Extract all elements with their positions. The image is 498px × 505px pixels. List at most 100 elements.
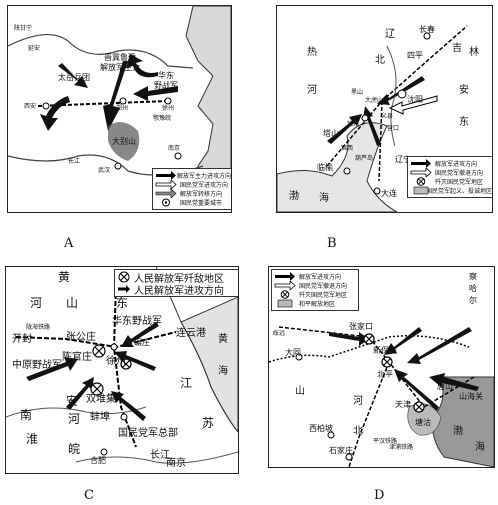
map-c-label-17: 安 bbox=[66, 394, 79, 408]
map-a-city-marker-5 bbox=[114, 162, 122, 170]
map-c-yangtze-river bbox=[75, 451, 238, 464]
map-d-graphic bbox=[269, 326, 494, 467]
map-b-caption: B bbox=[327, 236, 337, 251]
map-c-label-11: 连云港 bbox=[176, 328, 206, 339]
map-c-label-18: 河 bbox=[68, 412, 81, 426]
map-a-city-marker-1 bbox=[119, 97, 127, 105]
map-b-label-20: 渤 bbox=[289, 191, 299, 202]
map-c-arrow-2 bbox=[121, 322, 159, 347]
map-b-label-2: 河 bbox=[307, 85, 317, 96]
map-b-railway bbox=[326, 25, 468, 167]
map-a-dabie-region bbox=[108, 122, 140, 161]
outline-arrow-icon bbox=[274, 281, 296, 290]
map-a-graphic bbox=[8, 6, 231, 207]
map-b-label-1: 热 bbox=[307, 47, 317, 58]
map-b-label-7: 长春 bbox=[419, 25, 435, 34]
map-a-label-13: 南京 bbox=[168, 145, 181, 152]
map-b-label-22: 黑山 bbox=[351, 89, 364, 96]
map-a-legend-text: 国民党重要城市 bbox=[180, 200, 223, 207]
map-d-label-9: 塘沽 bbox=[415, 418, 431, 427]
map-a-label-15: 长江 bbox=[68, 158, 81, 165]
map-c-label-12: 黄 bbox=[218, 334, 228, 345]
map-d-railway-2 bbox=[348, 361, 390, 467]
map-b-label-4: 北 bbox=[375, 55, 385, 66]
map-c-label-21: 南 bbox=[20, 408, 33, 422]
map-d-label-18: 海 bbox=[475, 442, 485, 453]
map-d-label-11: 山海关 bbox=[459, 392, 483, 401]
map-a-label-7: 西安 bbox=[24, 103, 37, 110]
map-b-legend: 解放军进攻方向 国民党军撤退方向 歼灭国民党军地区 国民党军起义、投诚地区 bbox=[407, 156, 492, 198]
map-a-legend-row: 解放军转移方向 bbox=[155, 189, 231, 198]
map-b-city-marker-3 bbox=[361, 114, 369, 122]
map-panel-b: 热 河 辽 北 吉 林 长春 四平 安 东 辽宁 沈阳 锦州 义县 塔山 葫芦岛… bbox=[276, 5, 493, 213]
map-b-legend-row: 解放军进攻方向 bbox=[410, 159, 492, 168]
map-b-legend-row: 国民党军起义、投诚地区 bbox=[410, 186, 492, 195]
map-a-legend: 解放军主力进攻方向 国民党军进攻方向 解放军转移方向 国民党重要城市 bbox=[152, 168, 231, 210]
map-d-legend-row: 解放军进攻方向 bbox=[274, 272, 356, 281]
map-d-legend: 解放军进攻方向 国民党军撤退方向 歼灭国民党军地区 和平解放地区 bbox=[271, 269, 359, 311]
map-a-legend-row: 国民党军进攻方向 bbox=[155, 180, 231, 189]
map-panel-d: 察 哈 尔 张家口 新保安 大同 北平 天津 塘沽 唐山 山海关 西柏坡 石家庄… bbox=[268, 266, 495, 468]
map-c-label-10: 华东野战军 bbox=[112, 316, 162, 327]
crossed-circle-icon bbox=[410, 177, 432, 186]
map-b-legend-text: 国民党军撤退方向 bbox=[435, 170, 484, 177]
map-b-legend-row: 歼灭国民党军地区 bbox=[410, 177, 492, 186]
map-a-arrow-2 bbox=[40, 96, 70, 131]
map-c-label-2: 河 bbox=[30, 296, 43, 310]
map-d-legend-row: 国民党军撤退方向 bbox=[274, 281, 356, 290]
map-b-label-17: 营口 bbox=[387, 125, 400, 132]
map-b-label-19: 临榆 bbox=[317, 163, 333, 172]
map-a-label-8: 延安 bbox=[28, 45, 41, 52]
map-a-arrow-5 bbox=[58, 63, 88, 88]
map-b-label-14: 义县 bbox=[381, 113, 394, 120]
circle-dot-icon bbox=[155, 198, 177, 207]
map-b-city-marker-2 bbox=[397, 89, 407, 99]
map-d-legend-text: 解放军进攻方向 bbox=[299, 274, 342, 281]
map-a-city-marker-3 bbox=[42, 102, 50, 110]
map-a-label-3: 华东 bbox=[158, 71, 174, 80]
map-a-city-marker-4 bbox=[174, 152, 182, 160]
map-c-arrow-5 bbox=[111, 391, 146, 421]
map-d-label-20: 平汉铁路 bbox=[373, 438, 398, 445]
map-d-label-12: 西柏坡 bbox=[309, 424, 333, 433]
map-c-annihilation-marker-2 bbox=[90, 382, 104, 396]
map-d-arrow-4 bbox=[394, 369, 439, 411]
map-a-label-2: 解放军主力 bbox=[100, 63, 140, 72]
map-c-arrow-4 bbox=[66, 377, 94, 410]
map-b-label-24: 锦西 bbox=[341, 145, 354, 152]
map-b-label-10: 东 bbox=[459, 117, 469, 128]
map-c-city-marker-2 bbox=[120, 413, 128, 421]
map-d-caption: D bbox=[374, 488, 385, 503]
map-d-city-marker-2 bbox=[345, 453, 353, 461]
map-c-city-marker-1 bbox=[110, 343, 118, 351]
map-d-label-15: 北 bbox=[353, 426, 363, 437]
map-c-label-3: 山 bbox=[66, 296, 79, 310]
map-d-label-7: 北平 bbox=[377, 370, 393, 379]
map-c-label-13: 海 bbox=[218, 366, 228, 377]
map-c-huai-river bbox=[6, 406, 147, 418]
map-d-legend-text: 国民党军撤退方向 bbox=[299, 283, 348, 290]
map-d-city-marker-3 bbox=[295, 353, 303, 361]
map-a-label-5: 太岳兵团 bbox=[58, 73, 90, 82]
map-b-arrow-1 bbox=[327, 114, 362, 144]
map-c-label-26: 合肥 bbox=[90, 456, 106, 465]
map-c-arrow-1 bbox=[26, 357, 78, 381]
map-d-label-4: 张家口 bbox=[349, 322, 373, 331]
solid-arrow-icon bbox=[155, 171, 176, 180]
map-c-jinpu-railway bbox=[112, 286, 137, 448]
map-panel-a: 晋冀鲁豫 解放军主力 华东 野战军 太岳兵团 陕甘宁 西安 延安 郑州 徐州 鄂… bbox=[7, 5, 232, 213]
map-d-label-14: 河 bbox=[353, 396, 363, 407]
hatched-area-icon bbox=[274, 299, 296, 308]
map-c-arrow-3 bbox=[114, 351, 156, 371]
map-a-label-1: 晋冀鲁豫 bbox=[104, 53, 136, 62]
map-b-legend-text: 国民党军起义、投诚地区 bbox=[425, 188, 492, 195]
map-b-label-3: 辽 bbox=[385, 29, 395, 40]
map-d-label-6: 大同 bbox=[285, 348, 301, 357]
map-b-legend-text: 解放军进攻方向 bbox=[435, 161, 478, 168]
map-a-city-marker-2 bbox=[164, 97, 172, 105]
map-a-label-6: 陕甘宁 bbox=[14, 25, 33, 32]
map-c-label-19: 江 bbox=[180, 376, 193, 390]
map-c-city-marker-3 bbox=[100, 448, 108, 456]
map-c-legend-text: 人民解放军歼敌地区 bbox=[134, 273, 224, 285]
map-a-arrow-1 bbox=[103, 61, 128, 131]
